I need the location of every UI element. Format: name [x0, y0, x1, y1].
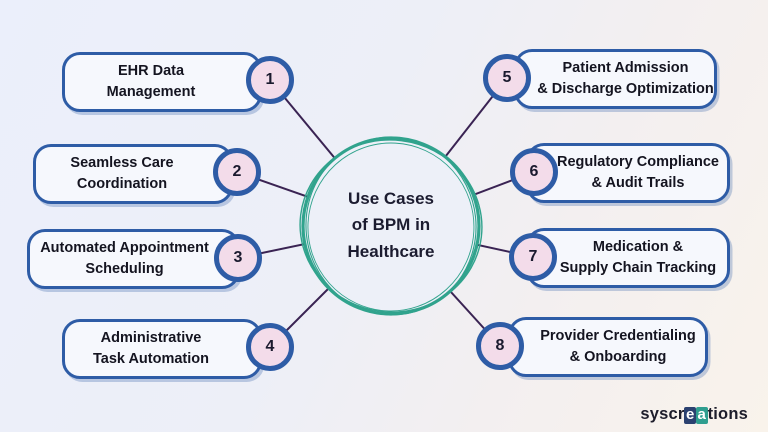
use-case-3-line1: Automated Appointment: [40, 240, 209, 257]
number-badge-6: 6: [510, 148, 558, 196]
use-case-box-4: Administrative Task Automation: [62, 319, 262, 379]
number-7: 7: [528, 248, 538, 265]
use-case-box-6: Regulatory Compliance & Audit Trails: [526, 143, 730, 203]
use-case-5-line2: & Discharge Optimization: [537, 81, 714, 97]
use-case-1-line2: Management: [106, 84, 196, 100]
number-badge-4: 4: [246, 323, 294, 371]
use-case-7-line1: Medication &: [592, 239, 684, 256]
use-case-box-8: Provider Credentialing & Onboarding: [508, 317, 708, 377]
center-title: Use Cases of BPM in Healthcare: [311, 186, 471, 265]
center-title-line2: of BPM in: [351, 215, 431, 235]
number-badge-8: 8: [476, 322, 524, 370]
use-case-4-line2: Task Automation: [92, 351, 209, 367]
center-title-line3: Healthcare: [347, 241, 435, 261]
logo-text-end: tions: [707, 405, 748, 423]
logo-e-block: e: [684, 406, 697, 424]
use-case-box-5: Patient Admission & Discharge Optimizati…: [514, 49, 717, 109]
number-badge-2: 2: [213, 148, 261, 196]
number-badge-7: 7: [509, 233, 557, 281]
number-8: 8: [495, 337, 505, 354]
use-case-6-line2: & Audit Trails: [591, 175, 685, 191]
number-6: 6: [529, 163, 539, 180]
center-circle-sketch: [299, 136, 483, 316]
number-5: 5: [502, 69, 512, 86]
logo-a-block: a: [696, 406, 708, 424]
use-case-6-line1: Regulatory Compliance: [557, 154, 719, 171]
use-case-box-2: Seamless Care Coordination: [33, 144, 233, 204]
number-badge-1: 1: [246, 56, 294, 104]
use-case-5-line1: Patient Admission: [562, 60, 689, 77]
logo-text-start: syscr: [640, 405, 685, 423]
use-case-2-line1: Seamless Care: [70, 155, 174, 172]
number-3: 3: [233, 249, 243, 266]
use-case-1-line1: EHR Data: [117, 63, 185, 80]
use-case-box-3: Automated Appointment Scheduling: [27, 229, 240, 289]
number-badge-3: 3: [214, 234, 262, 282]
use-case-4-line1: Administrative: [100, 330, 202, 347]
number-1: 1: [265, 71, 275, 88]
use-case-8-line1: Provider Credentialing: [540, 328, 696, 345]
center-title-line1: Use Cases: [347, 189, 434, 208]
number-badge-5: 5: [483, 54, 531, 102]
use-case-8-line2: & Onboarding: [569, 349, 667, 365]
use-case-box-1: EHR Data Management: [62, 52, 262, 112]
number-4: 4: [265, 338, 275, 355]
use-case-box-7: Medication & Supply Chain Tracking: [526, 228, 730, 288]
number-2: 2: [232, 163, 242, 180]
use-case-7-line2: Supply Chain Tracking: [559, 260, 717, 276]
use-case-2-line2: Coordination: [76, 176, 168, 192]
use-case-3-line2: Scheduling: [85, 261, 164, 277]
